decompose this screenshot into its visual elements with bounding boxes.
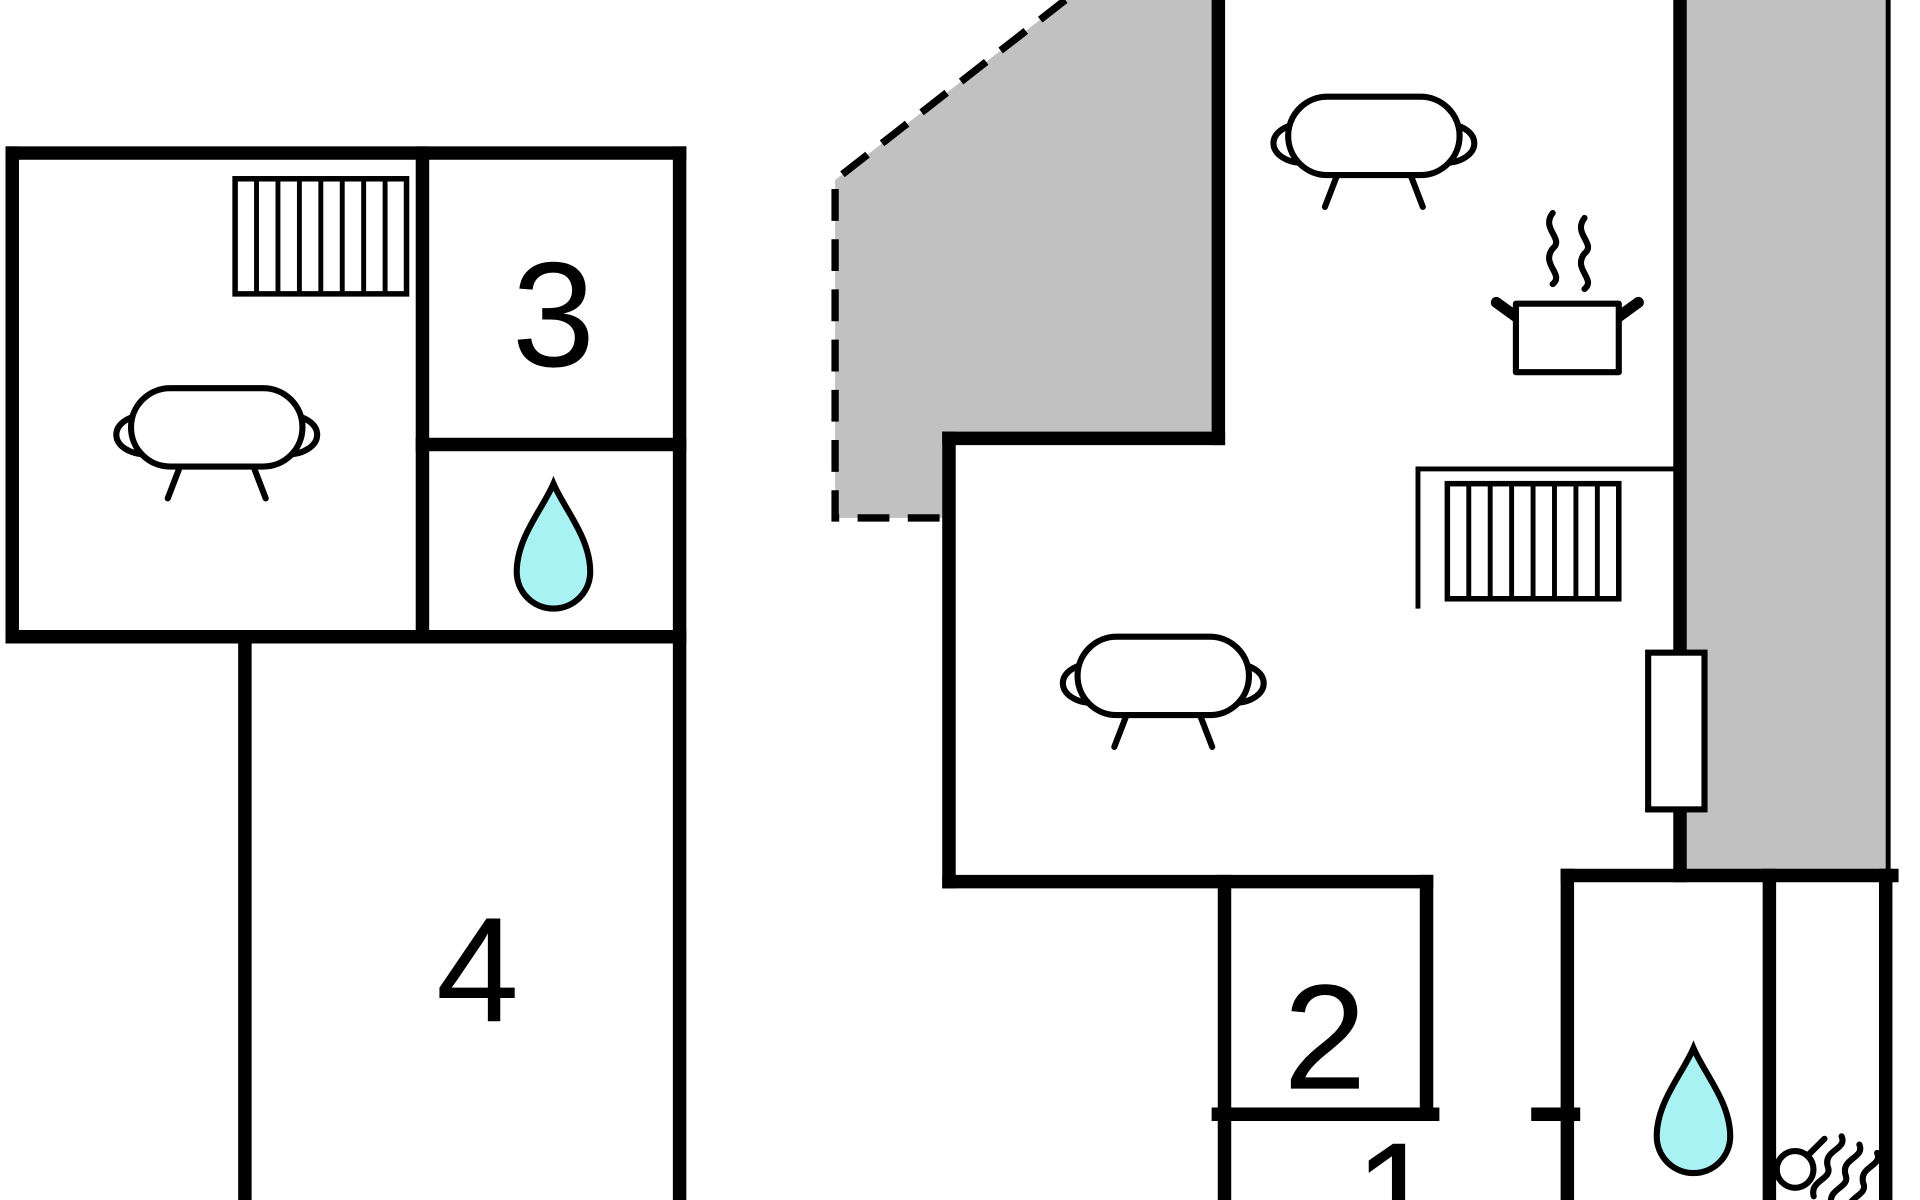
- room-4-label: 4: [436, 886, 519, 1053]
- room-1-label: 1: [1354, 1112, 1437, 1200]
- left-unit-walls: [5, 146, 687, 1200]
- sofa-icon: [1063, 637, 1264, 747]
- right-unit-walls: [942, 0, 1899, 1200]
- water-drop-icon: [517, 484, 590, 609]
- terrace-dashed: [831, 0, 1219, 522]
- water-drop-icon: [1657, 1048, 1730, 1173]
- radiator-alcove: [1415, 466, 1674, 609]
- steam-icon: [1546, 210, 1591, 293]
- radiator-icon: [1447, 484, 1618, 599]
- left-unit: 3 4: [5, 146, 687, 1200]
- sofa-icon: [116, 388, 317, 498]
- room-3-label: 3: [512, 231, 595, 398]
- shower-icon: [1773, 1133, 1882, 1200]
- door-opening: [1645, 649, 1708, 813]
- cooking-pot-icon: [1490, 296, 1644, 376]
- terrace-dashed-border: [831, 0, 1068, 522]
- sofa-icon: [1273, 97, 1474, 207]
- room-2-label: 2: [1283, 954, 1366, 1121]
- radiator-icon: [235, 179, 406, 294]
- terrace-strip: [1686, 0, 1891, 876]
- right-unit: 2 1: [942, 0, 1899, 1200]
